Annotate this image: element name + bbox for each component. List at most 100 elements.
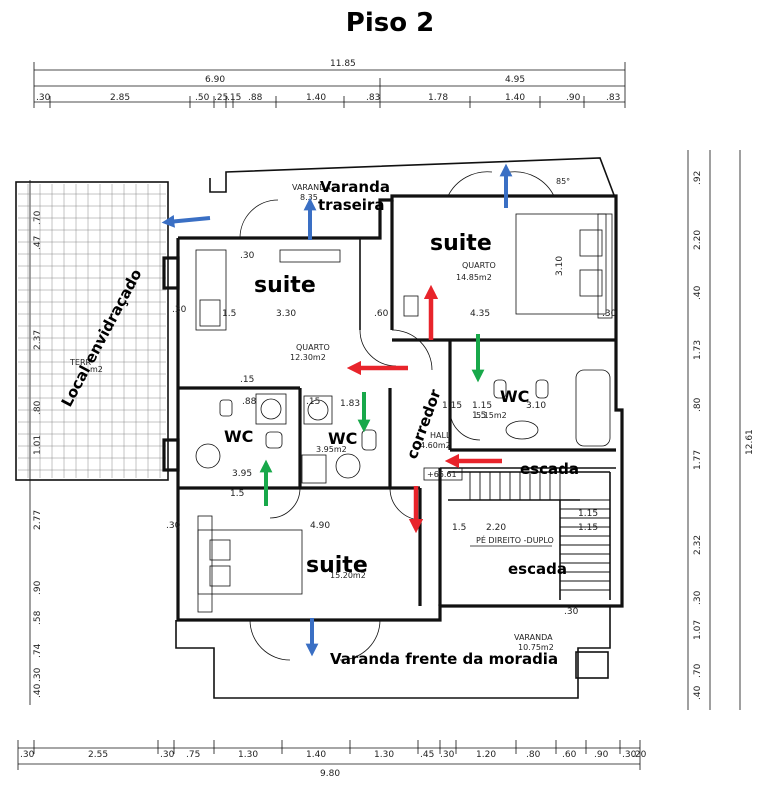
svg-text:8.35: 8.35 bbox=[300, 193, 318, 202]
svg-text:.90: .90 bbox=[566, 93, 581, 103]
svg-text:.30: .30 bbox=[440, 750, 455, 760]
svg-text:1.73: 1.73 bbox=[693, 340, 703, 360]
svg-text:.75: .75 bbox=[186, 750, 200, 760]
svg-text:85°: 85° bbox=[556, 177, 570, 186]
svg-text:1.5: 1.5 bbox=[472, 411, 486, 421]
svg-text:.40: .40 bbox=[693, 685, 703, 700]
svg-text:1.78: 1.78 bbox=[428, 93, 448, 103]
svg-text:.88: .88 bbox=[248, 93, 263, 103]
glazed-terrace: TERR m2 bbox=[15, 181, 180, 481]
svg-text:2.55: 2.55 bbox=[88, 750, 108, 760]
svg-text:.58: .58 bbox=[33, 610, 43, 625]
svg-text:3.30: 3.30 bbox=[276, 309, 296, 319]
svg-text:4.60m2: 4.60m2 bbox=[420, 441, 451, 450]
label-escada-2: escada bbox=[508, 560, 567, 578]
dim-overall-right: 12.61 bbox=[745, 429, 755, 455]
svg-text:.60: .60 bbox=[562, 750, 577, 760]
bottom-dimension-chain: .30 2.55 .30 .75 1.30 1.40 1.30 .45 .30 … bbox=[17, 740, 647, 779]
svg-text:.88: .88 bbox=[242, 397, 257, 407]
svg-text:1.77: 1.77 bbox=[693, 450, 703, 470]
svg-text:.90: .90 bbox=[594, 750, 609, 760]
svg-text:.47: .47 bbox=[33, 236, 43, 250]
svg-text:+66.61: +66.61 bbox=[427, 470, 457, 479]
svg-text:.30: .30 bbox=[602, 309, 617, 319]
svg-text:4.90: 4.90 bbox=[310, 521, 330, 531]
svg-text:2.32: 2.32 bbox=[693, 535, 703, 555]
svg-text:1.20: 1.20 bbox=[476, 750, 496, 760]
svg-text:PÉ DIREITO -DUPLO: PÉ DIREITO -DUPLO bbox=[476, 534, 554, 545]
svg-text:.30: .30 bbox=[33, 667, 43, 682]
svg-text:1.83: 1.83 bbox=[340, 399, 360, 409]
svg-text:1.40: 1.40 bbox=[306, 750, 326, 760]
svg-text:2.85: 2.85 bbox=[110, 93, 130, 103]
svg-text:.45: .45 bbox=[420, 750, 434, 760]
svg-text:3.95m2: 3.95m2 bbox=[316, 445, 347, 454]
svg-text:.92: .92 bbox=[693, 171, 703, 185]
svg-text:.80: .80 bbox=[33, 400, 43, 415]
dim-overall-top: 11.85 bbox=[330, 59, 356, 69]
svg-text:.80: .80 bbox=[693, 397, 703, 412]
svg-text:1.15: 1.15 bbox=[578, 509, 598, 519]
svg-text:.70: .70 bbox=[33, 210, 43, 225]
dim-overall-bottom: 9.80 bbox=[320, 769, 340, 779]
svg-text:1.15: 1.15 bbox=[442, 401, 462, 411]
svg-text:.15: .15 bbox=[306, 397, 320, 407]
label-suite-top-right: suite bbox=[430, 231, 492, 256]
svg-text:VARANDA: VARANDA bbox=[292, 183, 331, 192]
svg-text:.25: .25 bbox=[214, 93, 228, 103]
svg-text:4.35: 4.35 bbox=[470, 309, 490, 319]
svg-text:1.5: 1.5 bbox=[230, 489, 244, 499]
svg-text:1.07: 1.07 bbox=[693, 620, 703, 640]
dim-top-seg-a: 6.90 bbox=[205, 75, 225, 85]
svg-text:3.10: 3.10 bbox=[526, 401, 546, 411]
svg-text:QUARTO: QUARTO bbox=[462, 261, 496, 270]
page-title: Piso 2 bbox=[345, 8, 435, 38]
svg-text:5.15m2: 5.15m2 bbox=[476, 411, 507, 420]
svg-text:.30: .30 bbox=[166, 521, 181, 531]
staircase: PÉ DIREITO -DUPLO bbox=[448, 471, 611, 600]
svg-text:.30: .30 bbox=[564, 607, 579, 617]
circulation-arrows bbox=[161, 163, 513, 657]
svg-text:2.77: 2.77 bbox=[33, 510, 43, 530]
svg-text:.83: .83 bbox=[606, 93, 620, 103]
svg-text:.70: .70 bbox=[693, 663, 703, 678]
svg-text:14.85m2: 14.85m2 bbox=[456, 273, 492, 282]
svg-text:1.40: 1.40 bbox=[306, 93, 326, 103]
svg-text:TERR: TERR bbox=[69, 358, 92, 367]
svg-text:.30: .30 bbox=[240, 251, 255, 261]
svg-text:.60: .60 bbox=[374, 309, 389, 319]
svg-text:.20: .20 bbox=[632, 750, 647, 760]
svg-text:.30: .30 bbox=[693, 590, 703, 605]
blue-arrow-terrace bbox=[161, 215, 211, 228]
svg-text:.83: .83 bbox=[366, 93, 380, 103]
label-corredor: corredor bbox=[403, 386, 445, 461]
svg-text:1.40: 1.40 bbox=[505, 93, 525, 103]
svg-text:.15: .15 bbox=[227, 93, 241, 103]
svg-text:.40: .40 bbox=[33, 683, 43, 698]
svg-text:3.10: 3.10 bbox=[555, 256, 565, 276]
fixtures bbox=[195, 213, 613, 613]
svg-text:.30: .30 bbox=[622, 750, 637, 760]
svg-text:.40: .40 bbox=[693, 285, 703, 300]
svg-text:1.15: 1.15 bbox=[472, 401, 492, 411]
svg-text:2.20: 2.20 bbox=[486, 523, 506, 533]
label-escada-1: escada bbox=[520, 460, 579, 478]
svg-text:2.20: 2.20 bbox=[693, 230, 703, 250]
svg-text:m2: m2 bbox=[90, 365, 103, 374]
svg-text:.74: .74 bbox=[33, 643, 43, 658]
label-suite-top-left: suite bbox=[254, 273, 316, 298]
svg-text:1.01: 1.01 bbox=[33, 435, 43, 455]
svg-text:.30: .30 bbox=[160, 750, 175, 760]
label-wc-center: WC bbox=[328, 429, 357, 448]
svg-text:15.20m2: 15.20m2 bbox=[330, 571, 366, 580]
svg-text:1.5: 1.5 bbox=[222, 309, 236, 319]
label-suite-bottom: suite bbox=[306, 553, 368, 578]
svg-text:.30: .30 bbox=[20, 750, 35, 760]
label-wc-right: WC bbox=[500, 387, 529, 406]
svg-text:.15: .15 bbox=[240, 375, 254, 385]
svg-text:HALL: HALL bbox=[430, 431, 451, 440]
rear-balcony: VARANDA 8.35 85° bbox=[209, 157, 615, 239]
svg-text:VARANDA: VARANDA bbox=[514, 633, 553, 642]
svg-text:QUARTO: QUARTO bbox=[296, 343, 330, 352]
